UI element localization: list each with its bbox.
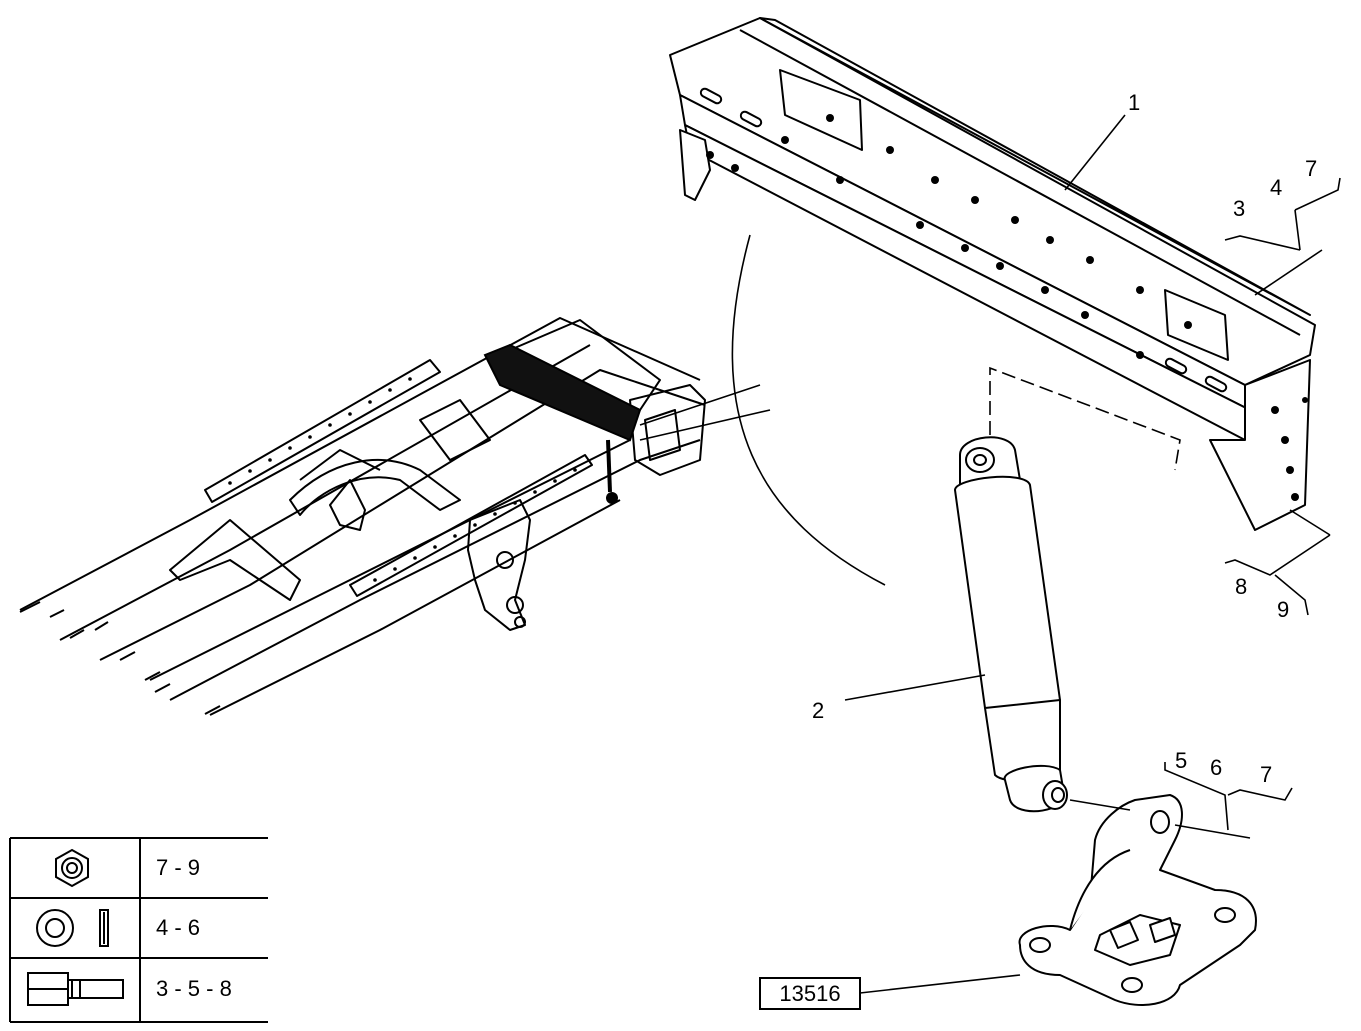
callout-9: 9 <box>1277 597 1289 622</box>
legend-range-nut: 7 - 9 <box>156 855 200 880</box>
callout-1: 1 <box>1128 90 1140 115</box>
callout-5: 5 <box>1175 748 1187 773</box>
cross-member-holes <box>706 114 1308 501</box>
reference-number: 13516 <box>779 981 840 1006</box>
shock-absorber <box>954 436 1068 813</box>
rail-holes <box>228 377 577 582</box>
cross-member <box>669 17 1316 531</box>
callout-7-top: 7 <box>1305 156 1317 181</box>
callout-6: 6 <box>1210 755 1222 780</box>
leader-lines <box>844 114 1341 994</box>
legend-range-bolt: 3 - 5 - 8 <box>156 976 232 1001</box>
washer-icon <box>36 909 109 947</box>
alignment-dashed-line <box>989 366 1181 471</box>
callout-8: 8 <box>1235 574 1247 599</box>
callout-3: 3 <box>1233 196 1245 221</box>
bolt-icon <box>27 972 124 1006</box>
reference-number-box: 13516 <box>759 977 861 1010</box>
callout-2: 2 <box>812 698 824 723</box>
chassis-frame <box>19 317 706 716</box>
fastener-legend: 7 - 9 4 - 6 3 - 5 - 8 <box>9 837 268 1023</box>
legend-range-washer: 4 - 6 <box>156 915 200 940</box>
nut-icon <box>55 848 89 888</box>
chassis-shock-absorber <box>483 343 642 504</box>
callout-labels: 1 2 3 4 7 5 6 7 8 9 <box>812 90 1317 787</box>
callout-4-top: 4 <box>1270 175 1282 200</box>
mounting-bracket <box>1018 794 1257 1006</box>
detail-leader <box>639 234 886 586</box>
callout-7-bottom: 7 <box>1260 762 1272 787</box>
